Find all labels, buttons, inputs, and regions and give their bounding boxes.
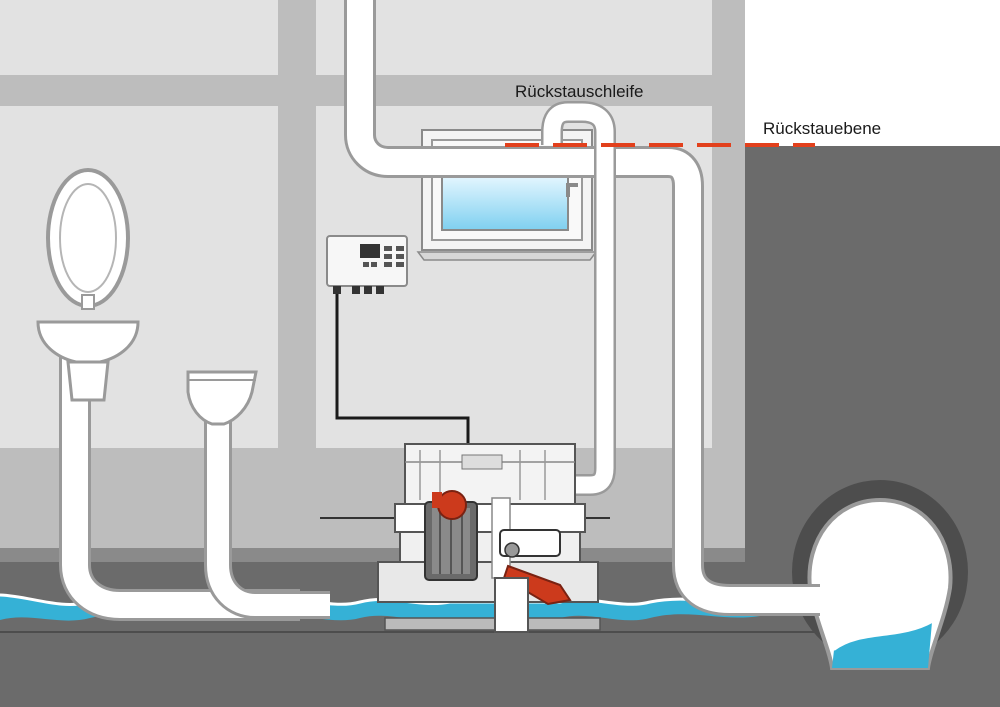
sewer-pipe-icon: [792, 480, 968, 670]
ground-soil: [0, 146, 1000, 707]
basement-floor: [0, 548, 745, 562]
pressure-pipe: [344, 0, 820, 616]
control-unit-icon: [326, 235, 408, 294]
wall-panel: [316, 0, 712, 75]
lifting-station-icon: [377, 443, 601, 633]
washbasin-icon: [36, 168, 140, 402]
label-backflow-level: Rückstauebene: [763, 119, 881, 138]
wall-panels: [0, 0, 712, 448]
urinal-drain-pipe: [204, 420, 330, 619]
urinal-icon: [186, 370, 258, 426]
wall-panel: [0, 0, 278, 75]
washbasin-drain-pipe: [59, 330, 300, 621]
control-cable: [335, 294, 470, 448]
label-backflow-loop: Rückstauschleife: [515, 82, 644, 101]
